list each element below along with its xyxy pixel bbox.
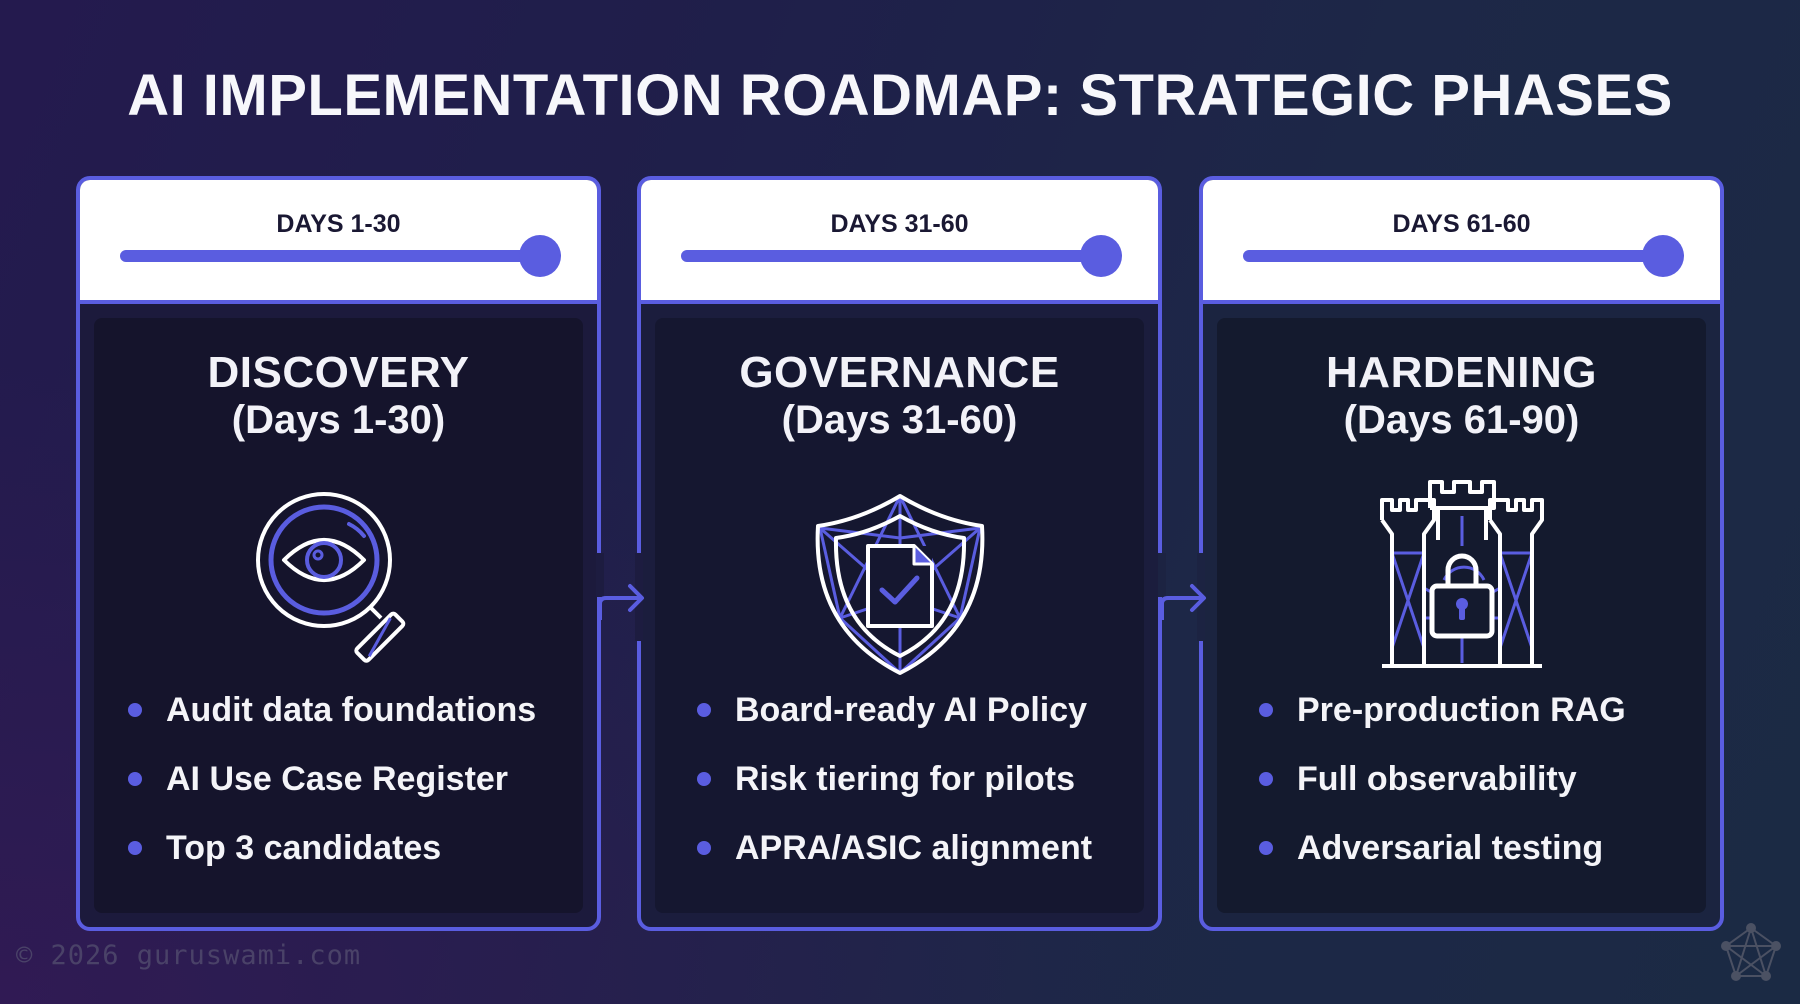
bullet-list: Audit data foundations AI Use Case Regis… — [128, 690, 573, 897]
bullet-dot-icon — [697, 703, 711, 717]
bullet-list: Board-ready AI Policy Risk tiering for p… — [697, 690, 1134, 897]
phase-name: HARDENING — [1326, 348, 1597, 397]
progress-knob — [1080, 235, 1122, 277]
castle-lock-icon — [1362, 478, 1562, 678]
phase-header: DAYS 31-60 — [641, 180, 1158, 304]
magnifier-eye-icon — [239, 478, 439, 678]
list-item: AI Use Case Register — [128, 759, 573, 828]
progress-bar — [1243, 250, 1662, 262]
bullet-dot-icon — [697, 772, 711, 786]
arrow-right-icon — [1160, 584, 1206, 620]
progress-bar — [681, 250, 1100, 262]
phase-body: DISCOVERY (Days 1-30) Audit data foundat… — [94, 318, 583, 913]
progress-knob — [1642, 235, 1684, 277]
bullet-list: Pre-production RAG Full observability Ad… — [1259, 690, 1696, 897]
bullet-dot-icon — [1259, 772, 1273, 786]
phase-days: (Days 61-90) — [1343, 398, 1580, 442]
copyright-watermark: © 2026 guruswami.com — [16, 940, 362, 971]
page-title: AI IMPLEMENTATION ROADMAP: STRATEGIC PHA… — [127, 63, 1673, 128]
bullet-dot-icon — [128, 841, 142, 855]
list-item: Full observability — [1259, 759, 1696, 828]
days-label: DAYS 1-30 — [276, 210, 401, 238]
phase-name: DISCOVERY — [207, 348, 470, 397]
phase-name: GOVERNANCE — [739, 348, 1060, 397]
bullet-dot-icon — [128, 703, 142, 717]
phase-days: (Days 1-30) — [231, 398, 446, 442]
progress-bar — [120, 250, 539, 262]
phase-header: DAYS 61-60 — [1203, 180, 1720, 304]
list-item: APRA/ASIC alignment — [697, 828, 1134, 897]
list-item: Top 3 candidates — [128, 828, 573, 897]
bullet-dot-icon — [1259, 841, 1273, 855]
phase-header: DAYS 1-30 — [80, 180, 597, 304]
phase-card-discovery: DAYS 1-30 DISCOVERY (Days 1-30) Audit — [76, 176, 601, 931]
list-item: Board-ready AI Policy — [697, 690, 1134, 759]
days-label: DAYS 61-60 — [1392, 210, 1531, 238]
list-item: Audit data foundations — [128, 690, 573, 759]
phase-days: (Days 31-60) — [781, 398, 1018, 442]
phase-body: GOVERNANCE (Days 31-60) — [655, 318, 1144, 913]
progress-knob — [519, 235, 561, 277]
list-item: Pre-production RAG — [1259, 690, 1696, 759]
border-gap — [596, 553, 604, 597]
pentagram-network-icon — [1721, 923, 1781, 981]
shield-document-check-icon — [800, 478, 1000, 678]
phase-card-hardening: DAYS 61-60 HARDENING (Days 61-90) — [1199, 176, 1724, 931]
days-label: DAYS 31-60 — [830, 210, 969, 238]
bullet-dot-icon — [697, 841, 711, 855]
list-item: Risk tiering for pilots — [697, 759, 1134, 828]
list-item: Adversarial testing — [1259, 828, 1696, 897]
bullet-dot-icon — [128, 772, 142, 786]
phase-body: HARDENING (Days 61-90) — [1217, 318, 1706, 913]
border-gap — [1158, 553, 1166, 597]
bullet-dot-icon — [1259, 703, 1273, 717]
phase-card-governance: DAYS 31-60 GOVERNANCE (Days 31-60) — [637, 176, 1162, 931]
arrow-right-icon — [598, 584, 644, 620]
